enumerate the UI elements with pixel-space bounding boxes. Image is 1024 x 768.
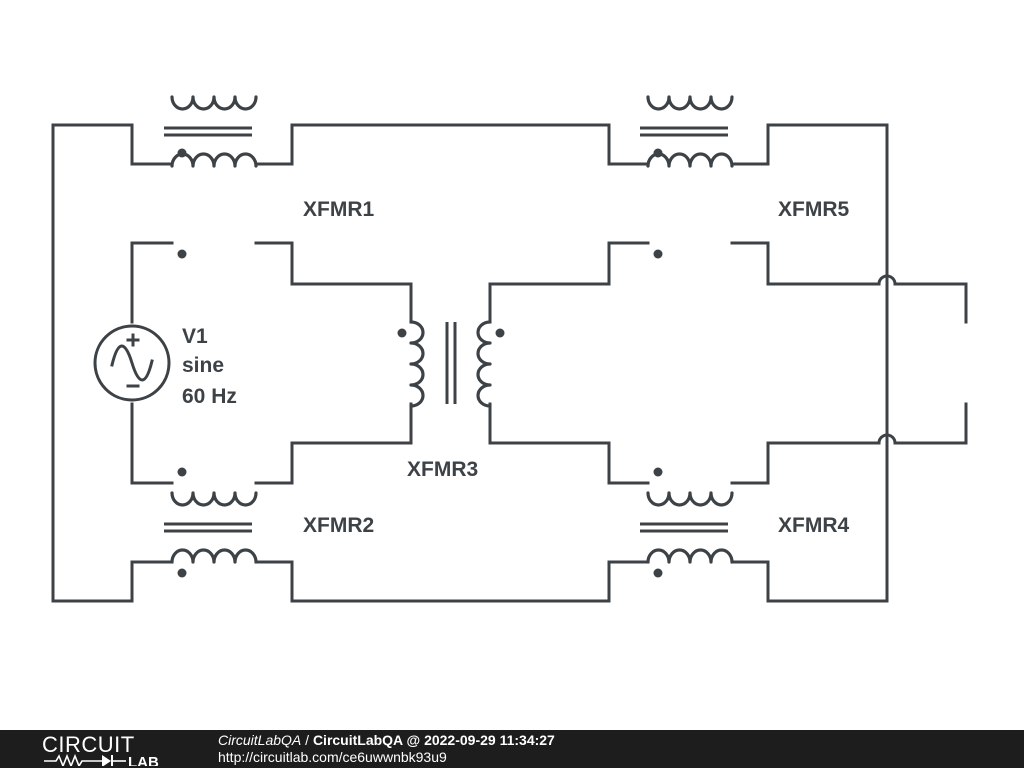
- label-v1-type: sine: [182, 354, 224, 377]
- voltage-source-v1[interactable]: V1 sine 60 Hz: [93, 324, 237, 408]
- transformer-xfmr2[interactable]: XFMR2: [164, 467, 374, 578]
- label-xfmr2: XFMR2: [303, 514, 374, 537]
- label-xfmr1: XFMR1: [303, 198, 374, 221]
- author-link[interactable]: CircuitLabQA: [218, 732, 302, 748]
- circuit-url[interactable]: http://circuitlab.com/ce6uwwnbk93u9: [218, 749, 447, 765]
- label-xfmr5: XFMR5: [778, 198, 849, 221]
- label-v1-name: V1: [182, 325, 208, 348]
- footer-bar: CIRCUIT LAB CircuitLabQA / CircuitLabQA …: [0, 730, 1024, 768]
- label-xfmr4: XFMR4: [778, 514, 849, 537]
- circuit-title: CircuitLabQA @ 2022-09-29 11:34:27: [312, 732, 555, 748]
- logo-text-circuit: CIRCUIT: [42, 732, 135, 757]
- transformer-xfmr4[interactable]: XFMR4: [640, 467, 849, 578]
- label-v1-freq: 60 Hz: [182, 385, 237, 408]
- credit-separator: /: [301, 732, 313, 748]
- transformer-xfmr5[interactable]: XFMR5: [640, 97, 849, 259]
- sine-source-icon: [110, 333, 154, 388]
- circuitlab-logo-icon[interactable]: CIRCUIT LAB: [42, 732, 177, 766]
- credit-text: CircuitLabQA / CircuitLabQA @ 2022-09-29…: [218, 732, 555, 766]
- logo-text-lab: LAB: [128, 754, 159, 766]
- wires: [51, 123, 968, 603]
- transformer-xfmr3[interactable]: XFMR3: [397, 320, 505, 481]
- circuit-schematic: XFMR1 XFMR5 XFMR2 XFMR4 XFMR3: [51, 0, 968, 603]
- transformer-xfmr1[interactable]: XFMR1: [164, 97, 374, 259]
- label-xfmr3: XFMR3: [407, 458, 478, 481]
- credit-line-1: CircuitLabQA / CircuitLabQA @ 2022-09-29…: [218, 732, 555, 749]
